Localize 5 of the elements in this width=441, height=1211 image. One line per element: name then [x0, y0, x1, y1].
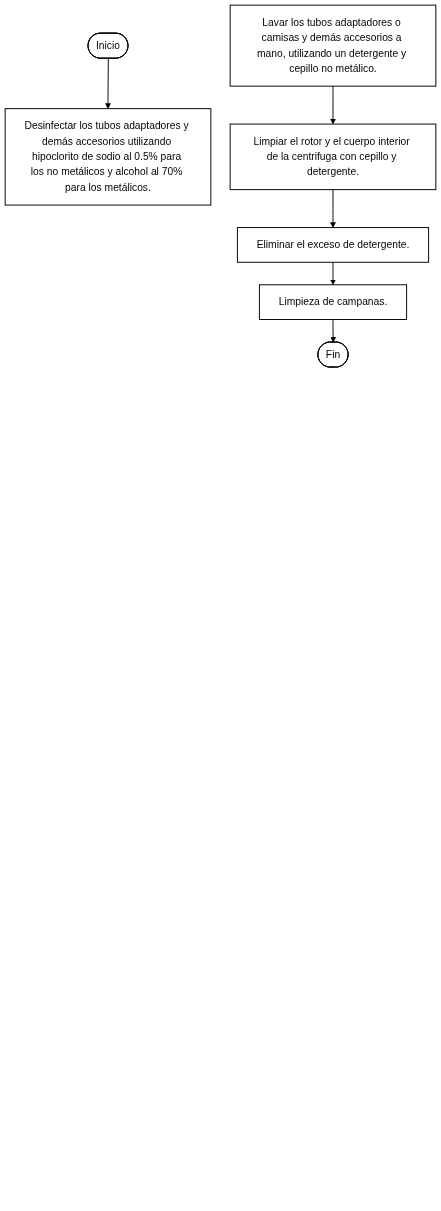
- node-box: Limpiar el rotor y el cuerpo interior de la centrifuga con cepillo y detergente.: [229, 123, 437, 191]
- node-box: Eliminar el exceso de detergente.: [236, 227, 430, 263]
- node-box: Lavar los tubos adaptadores o camisas y demás accesorios a mano, utilizando un detergente y cepillo no metálico.: [229, 4, 437, 87]
- node-box: Limpieza de campanas.: [258, 284, 408, 320]
- node-box: Desinfectar los tubos adaptadores y demás accesorios utilizando hipoclorito de sodio al 0.5% para los no metálicos y alcohol al 70% para los metálicos.: [4, 108, 212, 206]
